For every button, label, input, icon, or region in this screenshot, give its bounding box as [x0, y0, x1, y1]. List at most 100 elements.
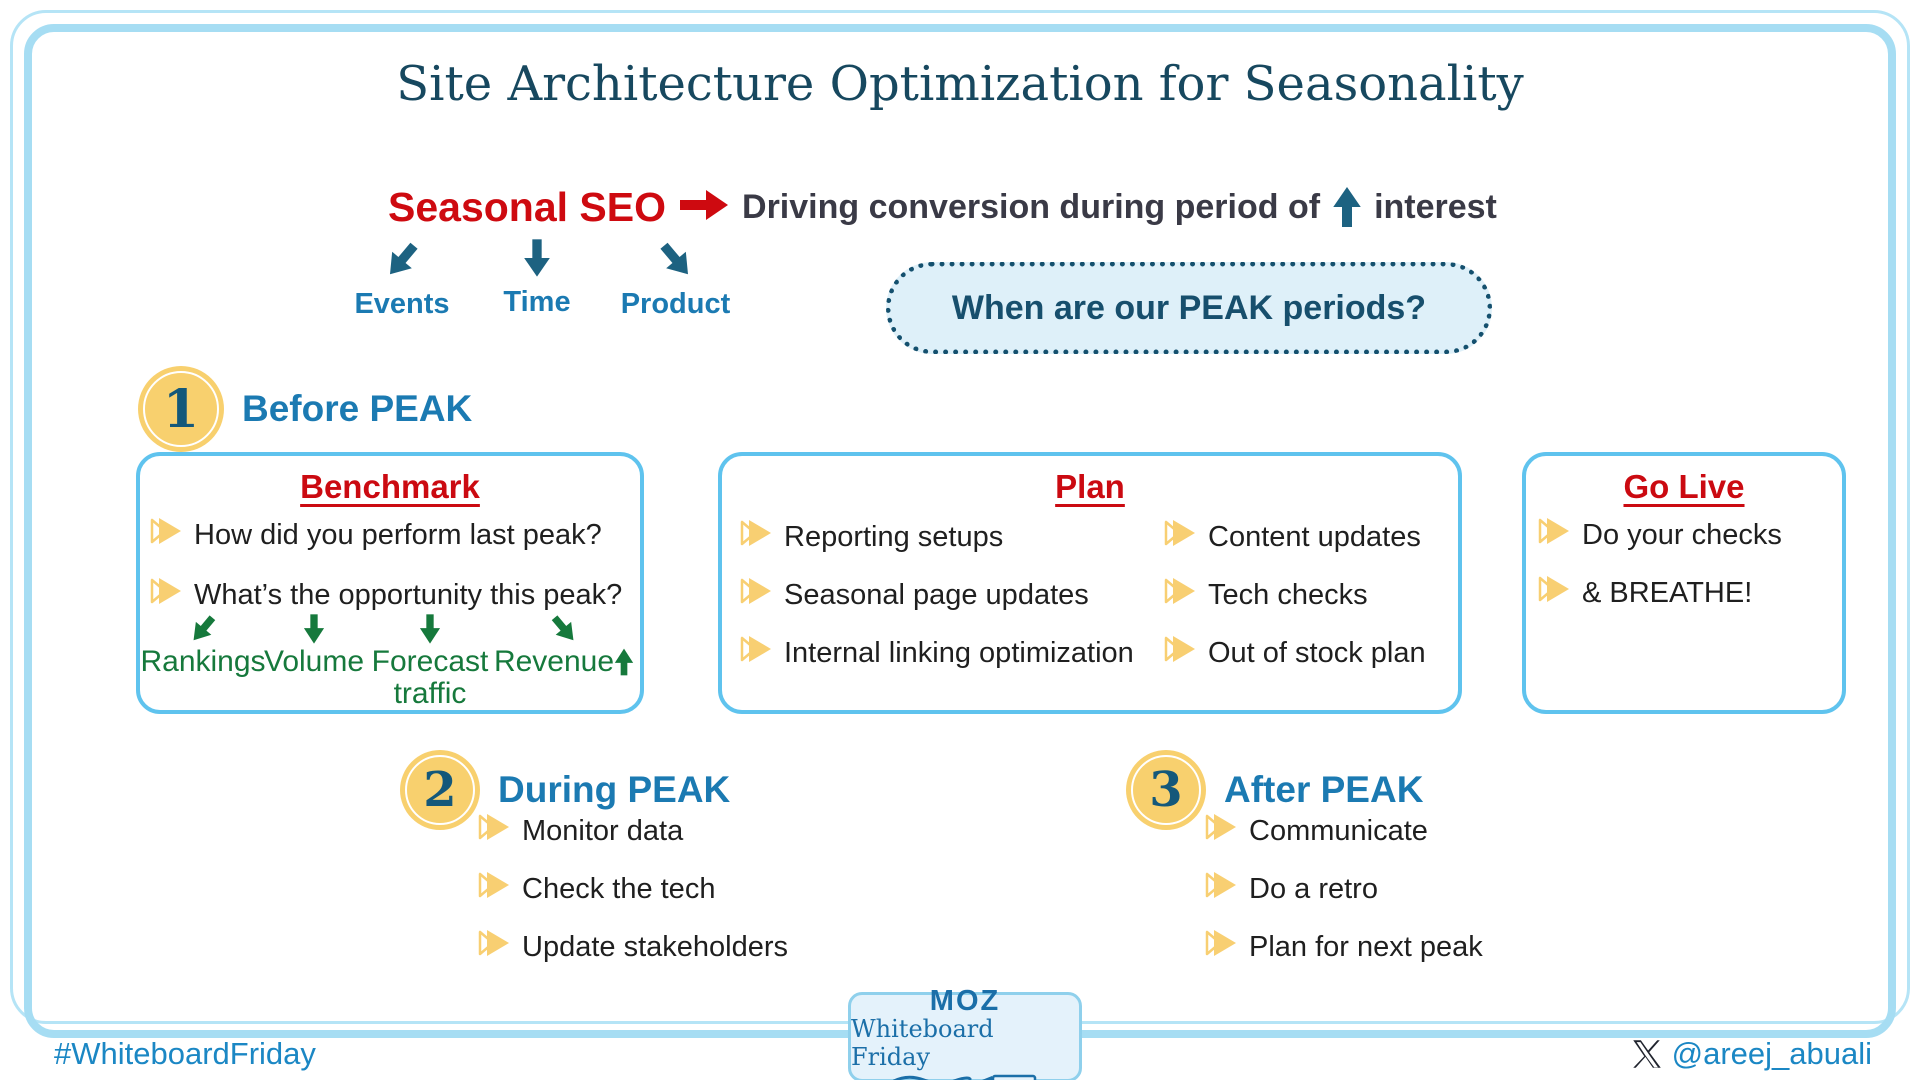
metric-label: Forecast traffic	[371, 645, 489, 710]
go-live-item-text: & BREATHE!	[1582, 576, 1753, 609]
list-item: Reporting setups	[740, 518, 1003, 556]
go-live-title: Go Live	[1623, 468, 1745, 505]
metric-label: Volume	[263, 645, 365, 678]
moz-brand-text: MOZ	[929, 984, 1001, 1017]
intro-row: Seasonal SEO Driving conversion during p…	[388, 178, 1497, 236]
metric-label: Rankings	[140, 645, 266, 678]
metric-rankings: Rankings	[140, 614, 266, 678]
metric-volume: Volume	[264, 614, 364, 678]
branch-label-time: Time	[503, 286, 571, 318]
benchmark-box: Benchmark How did you perform last peak?…	[136, 452, 644, 714]
plan-item-text: Out of stock plan	[1208, 636, 1426, 669]
metric-forecast-traffic: Forecast traffic	[368, 614, 492, 709]
metric-label: Revenue	[494, 646, 634, 678]
go-live-item-text: Do your checks	[1582, 518, 1782, 551]
bullet-triangles-icon	[1164, 518, 1200, 556]
plan-item-text: Internal linking optimization	[784, 636, 1134, 669]
list-item: Do a retro	[1205, 870, 1378, 908]
number-badge-3: 3	[1126, 750, 1206, 830]
number-badge-2: 2	[400, 750, 480, 830]
list-item: Plan for next peak	[1205, 928, 1483, 966]
list-item: Content updates	[1164, 518, 1421, 556]
list-item: Seasonal page updates	[740, 576, 1089, 614]
seasonal-seo-label: Seasonal SEO	[388, 183, 667, 230]
branch-time: Time	[492, 238, 582, 319]
list-item: What’s the opportunity this peak?	[150, 576, 622, 614]
plan-box: Plan Reporting setups Seasonal page upda…	[718, 452, 1462, 714]
x-logo-icon	[1632, 1039, 1662, 1069]
branch-product: Product	[618, 240, 733, 321]
plan-item-text: Seasonal page updates	[784, 578, 1089, 611]
peak-question-callout: When are our PEAK periods?	[886, 262, 1492, 354]
bullet-triangles-icon	[740, 576, 776, 614]
green-down-arrow-icon	[303, 614, 325, 644]
list-item: Out of stock plan	[1164, 634, 1426, 672]
go-live-box: Go Live Do your checks & BREATHE!	[1522, 452, 1846, 714]
metric-label-text: Revenue	[493, 645, 615, 678]
bullet-triangles-icon	[1538, 516, 1574, 554]
bullet-triangles-icon	[740, 634, 776, 672]
handle-text: @areej_abuali	[1671, 1036, 1872, 1071]
benchmark-title: Benchmark	[300, 468, 480, 505]
bullet-triangles-icon	[1205, 928, 1241, 966]
during-item-text: Check the tech	[522, 872, 716, 905]
branch-events: Events	[352, 240, 452, 321]
moz-whiteboard-friday-logo: MOZ Whiteboard Friday	[848, 986, 1082, 1080]
list-item: & BREATHE!	[1538, 574, 1752, 612]
page-title: Site Architecture Optimization for Seaso…	[396, 56, 1524, 112]
bullet-triangles-icon	[1164, 634, 1200, 672]
phase-after-peak-header: 3 After PEAK	[1126, 750, 1423, 830]
intro-description-before: Driving conversion during period of	[742, 187, 1321, 226]
list-item: Tech checks	[1164, 576, 1368, 614]
bullet-triangles-icon	[740, 518, 776, 556]
up-arrow-icon	[1332, 186, 1362, 228]
phase-before-peak-header: 1 Before PEAK	[138, 366, 472, 452]
down-left-arrow-icon	[378, 236, 425, 285]
intro-description: Driving conversion during period of inte…	[742, 186, 1497, 228]
green-down-left-arrow-icon	[185, 610, 221, 647]
list-item: How did you perform last peak?	[150, 516, 602, 554]
metric-revenue: Revenue	[494, 614, 634, 678]
green-down-right-arrow-icon	[546, 610, 582, 647]
plan-item-text: Reporting setups	[784, 520, 1004, 553]
after-item-text: Communicate	[1249, 814, 1428, 847]
after-item-text: Do a retro	[1249, 872, 1378, 905]
down-right-arrow-icon	[652, 236, 699, 285]
benchmark-item-text: What’s the opportunity this peak?	[194, 578, 623, 611]
phase-title-after-peak: After PEAK	[1224, 769, 1424, 810]
down-arrow-icon	[523, 238, 551, 278]
bullet-triangles-icon	[478, 812, 514, 850]
bullet-triangles-icon	[478, 928, 514, 966]
bullet-triangles-icon	[150, 576, 186, 614]
social-handle: @areej_abuali	[1632, 1036, 1872, 1072]
number-badge-1: 1	[138, 366, 224, 452]
list-item: Check the tech	[478, 870, 715, 908]
plan-item-text: Content updates	[1208, 520, 1421, 553]
red-right-arrow-icon	[680, 189, 729, 225]
plan-item-text: Tech checks	[1208, 578, 1368, 611]
green-up-arrow-icon	[614, 648, 634, 676]
green-down-arrow-icon	[419, 614, 441, 644]
phase-during-peak-header: 2 During PEAK	[400, 750, 730, 830]
bullet-triangles-icon	[1205, 870, 1241, 908]
hashtag-text: #WhiteboardFriday	[54, 1036, 316, 1071]
during-item-text: Update stakeholders	[522, 930, 788, 963]
branch-label-product: Product	[620, 288, 731, 320]
marker-squiggle-icon	[890, 1073, 1040, 1080]
bullet-triangles-icon	[1538, 574, 1574, 612]
list-item: Monitor data	[478, 812, 683, 850]
list-item: Update stakeholders	[478, 928, 788, 966]
bullet-triangles-icon	[150, 516, 186, 554]
bullet-triangles-icon	[1164, 576, 1200, 614]
branch-label-events: Events	[354, 288, 450, 320]
during-item-text: Monitor data	[522, 814, 684, 847]
phase-title-before-peak: Before PEAK	[242, 388, 473, 429]
phase-title-during-peak: During PEAK	[498, 769, 731, 810]
after-item-text: Plan for next peak	[1249, 930, 1483, 963]
list-item: Internal linking optimization	[740, 634, 1134, 672]
whiteboard-friday-text: Whiteboard Friday	[851, 1014, 994, 1071]
benchmark-item-text: How did you perform last peak?	[194, 518, 602, 551]
bullet-triangles-icon	[478, 870, 514, 908]
list-item: Communicate	[1205, 812, 1428, 850]
